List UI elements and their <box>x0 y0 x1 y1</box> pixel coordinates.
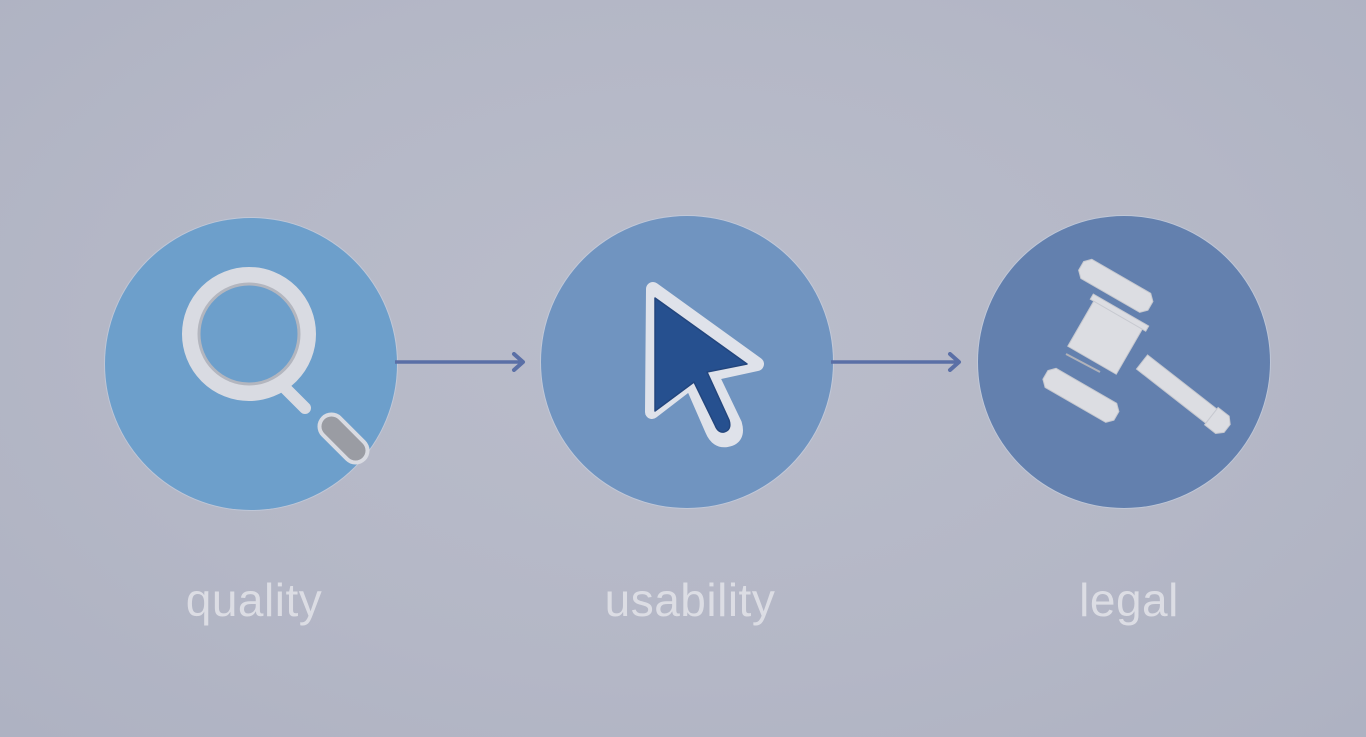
arrow-right-icon <box>831 352 966 372</box>
step-label-usability: usability <box>604 574 776 626</box>
mouse-pointer-icon <box>645 282 764 448</box>
magnifying-glass-icon <box>182 267 370 465</box>
step-circle-usability <box>541 216 833 508</box>
arrow-right-icon <box>395 352 530 372</box>
step-circle-legal <box>978 216 1270 508</box>
step-label-quality: quality <box>185 574 323 626</box>
step-label-legal: legal <box>1079 574 1179 626</box>
step-circle-quality <box>105 218 397 510</box>
gavel-icon <box>1042 258 1231 434</box>
